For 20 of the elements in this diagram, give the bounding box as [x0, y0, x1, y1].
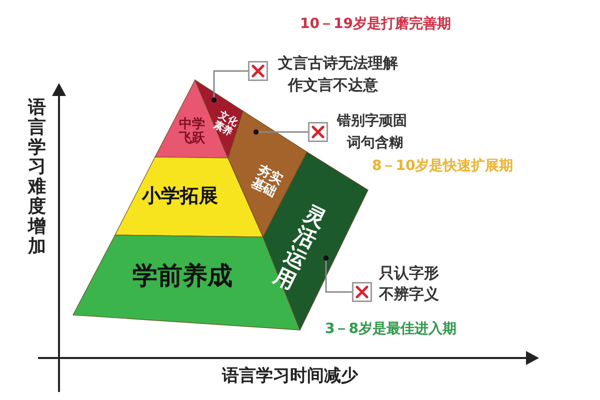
axis-label: 语言学习难度增加 — [28, 98, 47, 256]
callout-text: 不辨字义 — [379, 285, 439, 304]
band-label: 小学拓展 — [140, 186, 219, 207]
callout-text: 作文言不达意 — [288, 76, 378, 95]
leader-line — [253, 129, 308, 135]
age-range-label: 3－8岁是最佳进入期 — [325, 320, 456, 338]
age-range-label: 8－10岁是快速扩展期 — [372, 157, 514, 175]
callout-text: 文言古诗无法理解 — [278, 54, 398, 73]
leader-line — [323, 255, 352, 293]
leader-line — [211, 70, 248, 103]
band-label: 中学飞跃 — [178, 118, 206, 147]
callout-text: 只认字形 — [379, 264, 439, 283]
band-label: 灵活运用 — [270, 202, 330, 294]
band-label: 夯实基础 — [248, 163, 284, 201]
band-label: 文化素养 — [210, 109, 240, 139]
axis-label: 语言学习时间减少 — [222, 365, 358, 387]
band-label: 学前养成 — [132, 262, 234, 290]
callout-text: 错别字顽固 — [337, 112, 407, 130]
callout-text: 词句含糊 — [347, 134, 403, 152]
age-range-label: 10－19岁是打磨完善期 — [300, 15, 451, 33]
